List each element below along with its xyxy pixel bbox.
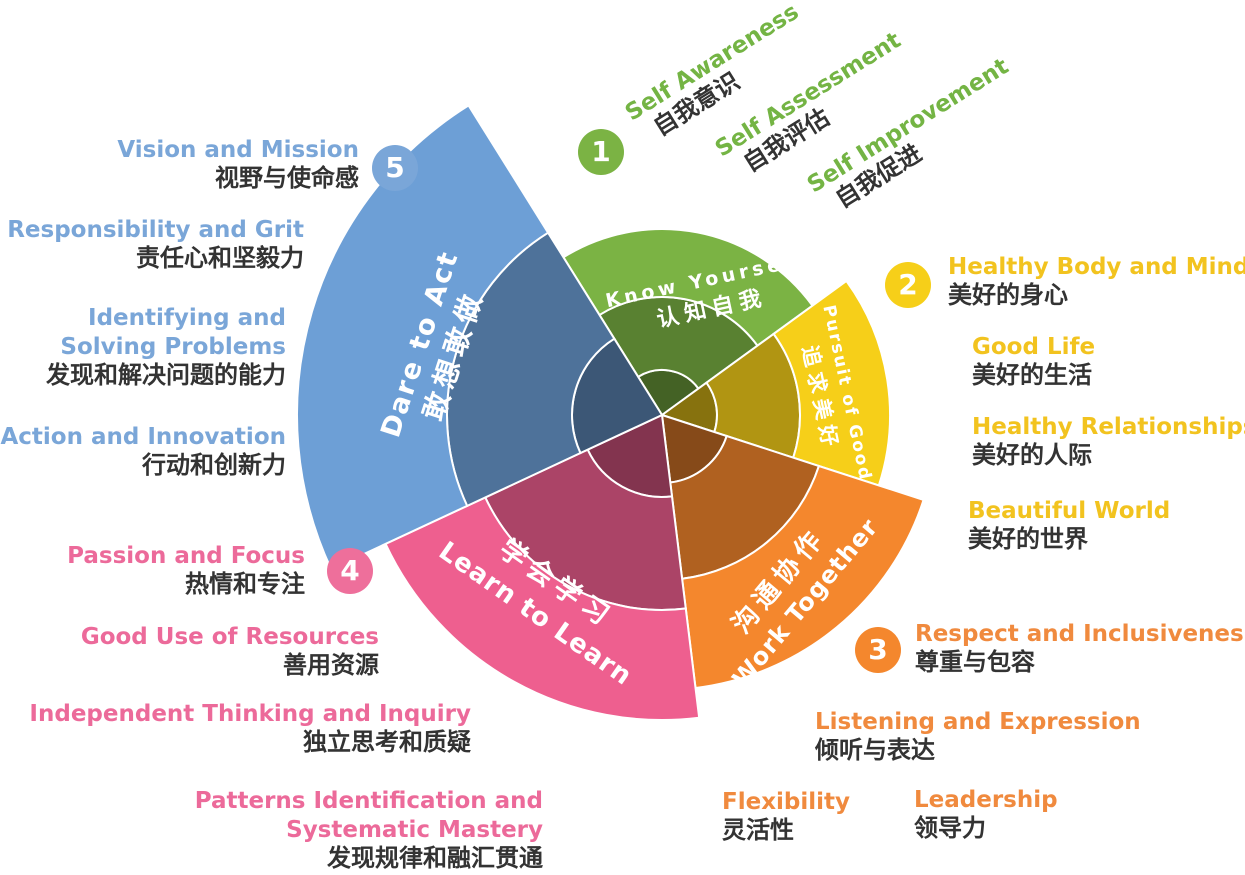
label-action-innovation: Action and Innovation 行动和创新力: [0, 424, 286, 479]
label-independent-thinking: Independent Thinking and Inquiry 独立思考和质疑: [29, 701, 471, 756]
label-vision-mission: Vision and Mission 视野与使命感: [117, 137, 359, 192]
sector-learn-to-learn-ring-3: [384, 496, 701, 721]
sector-know-yourself-ring-3: [562, 228, 814, 348]
badge-1: 1: [578, 129, 624, 175]
sector-dare-to-act-ring-3: [296, 104, 550, 571]
sector-work-together-ring-3: [680, 464, 925, 690]
badge-3: 3: [855, 627, 901, 673]
label-healthy-relationships: Healthy Relationships 美好的人际: [972, 414, 1245, 469]
label-good-use-resources: Good Use of Resources 善用资源: [80, 624, 379, 679]
label-identifying-solving: Identifying and Solving Problems 发现和解决问题…: [46, 305, 286, 389]
label-patterns-identification: Patterns Identification and Systematic M…: [194, 788, 543, 872]
label-healthy-body-mind: Healthy Body and Mind 美好的身心: [948, 254, 1245, 309]
label-good-life: Good Life 美好的生活: [972, 334, 1096, 389]
badge-5: 5: [372, 145, 418, 191]
label-listening-expression: Listening and Expression 倾听与表达: [815, 709, 1141, 764]
label-passion-focus: Passion and Focus 热情和专注: [67, 543, 305, 598]
label-leadership: Leadership 领导力: [914, 787, 1058, 842]
badge-2: 2: [885, 262, 931, 308]
label-respect-inclusiveness: Respect and Inclusiveness 尊重与包容: [915, 621, 1245, 676]
badge-4: 4: [327, 548, 373, 594]
label-flexibility: Flexibility 灵活性: [722, 789, 851, 844]
label-responsibility-grit: Responsibility and Grit 责任心和坚毅力: [7, 217, 304, 272]
label-beautiful-world: Beautiful World 美好的世界: [968, 498, 1171, 553]
